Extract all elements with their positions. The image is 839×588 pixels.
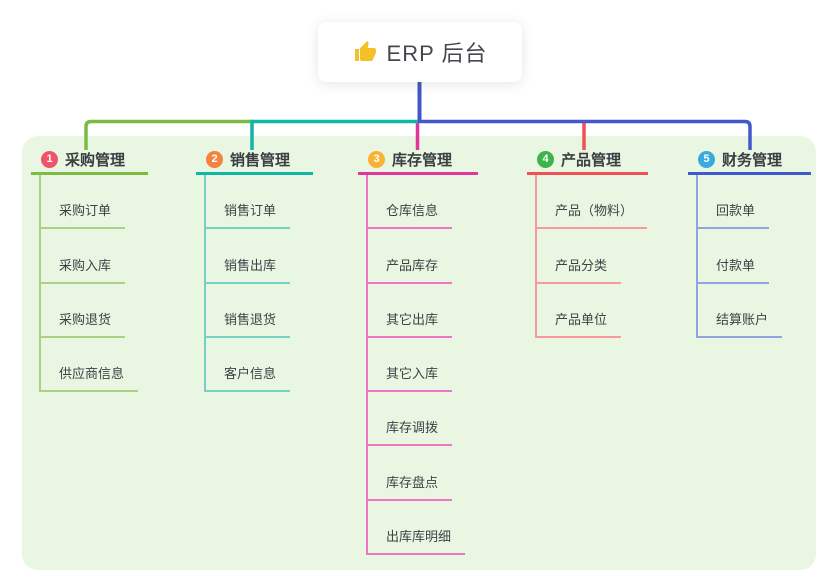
child-node[interactable]: 采购入库 [41, 229, 126, 284]
child-node[interactable]: 仓库信息 [368, 175, 453, 230]
child-node[interactable]: 产品分类 [537, 229, 622, 284]
child-node[interactable]: 产品单位 [537, 284, 622, 338]
child-node-label: 库存盘点 [386, 474, 439, 490]
root-node-label: ERP 后台 [386, 41, 488, 66]
branch-number-badge: 4 [537, 150, 554, 168]
branch-column-2: 2 销售管理销售订单销售出库销售退货客户信息 [196, 146, 313, 393]
child-node-label: 产品库存 [386, 257, 439, 273]
branch-node[interactable]: 1 采购管理 [31, 146, 148, 175]
child-node[interactable]: 产品库存 [368, 229, 453, 284]
child-node-label: 产品单位 [555, 311, 608, 327]
child-node-label: 销售出库 [224, 257, 277, 273]
child-node-label: 采购订单 [59, 203, 112, 219]
child-node[interactable]: 采购订单 [41, 175, 126, 230]
child-node-label: 产品（物料） [555, 203, 634, 219]
branch-children: 仓库信息产品库存其它出库其它入库库存调拨库存盘点出库库明细 [366, 175, 478, 556]
branch-node[interactable]: 3 库存管理 [358, 146, 478, 175]
child-node-label: 其它入库 [386, 366, 439, 382]
branch-children: 采购订单采购入库采购退货供应商信息 [39, 175, 148, 393]
child-node[interactable]: 销售订单 [206, 175, 291, 230]
child-node[interactable]: 产品（物料） [537, 175, 648, 230]
child-node-label: 仓库信息 [386, 203, 439, 219]
root-node[interactable]: ERP 后台 [318, 22, 522, 82]
branch-children: 回款单付款单结算账户 [696, 175, 811, 338]
child-node-label: 采购入库 [59, 257, 112, 273]
branch-column-4: 4 产品管理产品（物料） 产品分类产品单位 [527, 146, 648, 338]
child-node[interactable]: 出库库明细 [368, 501, 466, 556]
child-node[interactable]: 采购退货 [41, 284, 126, 338]
child-node[interactable]: 销售出库 [206, 229, 291, 284]
child-node-label: 产品分类 [555, 257, 608, 273]
child-node-label: 销售退货 [224, 311, 277, 327]
branch-node[interactable]: 4 产品管理 [527, 146, 648, 175]
child-node[interactable]: 付款单 [698, 229, 770, 284]
thumbs-up-icon [353, 40, 377, 64]
child-node-label: 出库库明细 [386, 529, 452, 545]
child-node-label: 销售订单 [224, 203, 277, 219]
branch-number-badge: 2 [206, 150, 223, 168]
child-node[interactable]: 客户信息 [206, 338, 291, 393]
child-node[interactable]: 其它入库 [368, 338, 453, 393]
branch-title: 销售管理 [230, 151, 291, 169]
child-node-label: 采购退货 [59, 311, 112, 327]
branch-node[interactable]: 5 财务管理 [688, 146, 811, 175]
branch-number-badge: 1 [41, 150, 58, 168]
child-node[interactable]: 库存盘点 [368, 446, 453, 501]
child-node-label: 结算账户 [716, 311, 769, 327]
branch-title: 库存管理 [392, 151, 453, 169]
branch-column-3: 3 库存管理仓库信息产品库存其它出库其它入库库存调拨库存盘点出库库明细 [358, 146, 478, 556]
child-node[interactable]: 库存调拨 [368, 392, 453, 447]
branch-title: 采购管理 [65, 151, 126, 169]
child-node[interactable]: 结算账户 [698, 284, 783, 338]
branch-column-5: 5 财务管理回款单付款单结算账户 [688, 146, 811, 338]
branch-number-badge: 5 [698, 150, 715, 168]
child-node[interactable]: 销售退货 [206, 284, 291, 338]
child-node-label: 库存调拨 [386, 420, 439, 436]
branch-column-1: 1 采购管理采购订单采购入库采购退货供应商信息 [31, 146, 148, 393]
child-node-label: 付款单 [716, 257, 756, 273]
branches-panel [22, 136, 816, 570]
child-node[interactable]: 供应商信息 [41, 338, 139, 393]
child-node-label: 其它出库 [386, 311, 439, 327]
branch-children: 产品（物料） 产品分类产品单位 [535, 175, 648, 338]
child-node-label: 客户信息 [224, 366, 277, 382]
child-node-label: 回款单 [716, 203, 756, 219]
branch-title: 财务管理 [722, 151, 783, 169]
branch-node[interactable]: 2 销售管理 [196, 146, 313, 175]
child-node[interactable]: 其它出库 [368, 284, 453, 338]
branch-title: 产品管理 [561, 151, 622, 169]
branch-number-badge: 3 [368, 150, 385, 168]
branch-children: 销售订单销售出库销售退货客户信息 [204, 175, 313, 393]
child-node-label: 供应商信息 [59, 366, 125, 382]
child-node[interactable]: 回款单 [698, 175, 770, 230]
